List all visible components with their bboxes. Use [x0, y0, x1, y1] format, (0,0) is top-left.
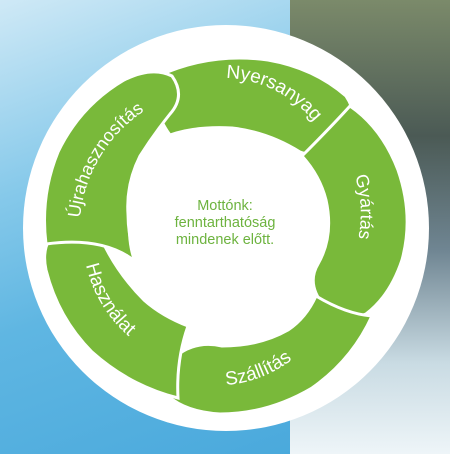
- motto-line-3: mindenek előtt.: [175, 232, 275, 248]
- motto-text: Mottónk: fenntarthatóság mindenek előtt.: [160, 198, 290, 249]
- motto-line-2: fenntarthatóság: [174, 215, 276, 231]
- motto-line-1: Mottónk:: [197, 198, 253, 214]
- inner-white-disc: [128, 132, 324, 328]
